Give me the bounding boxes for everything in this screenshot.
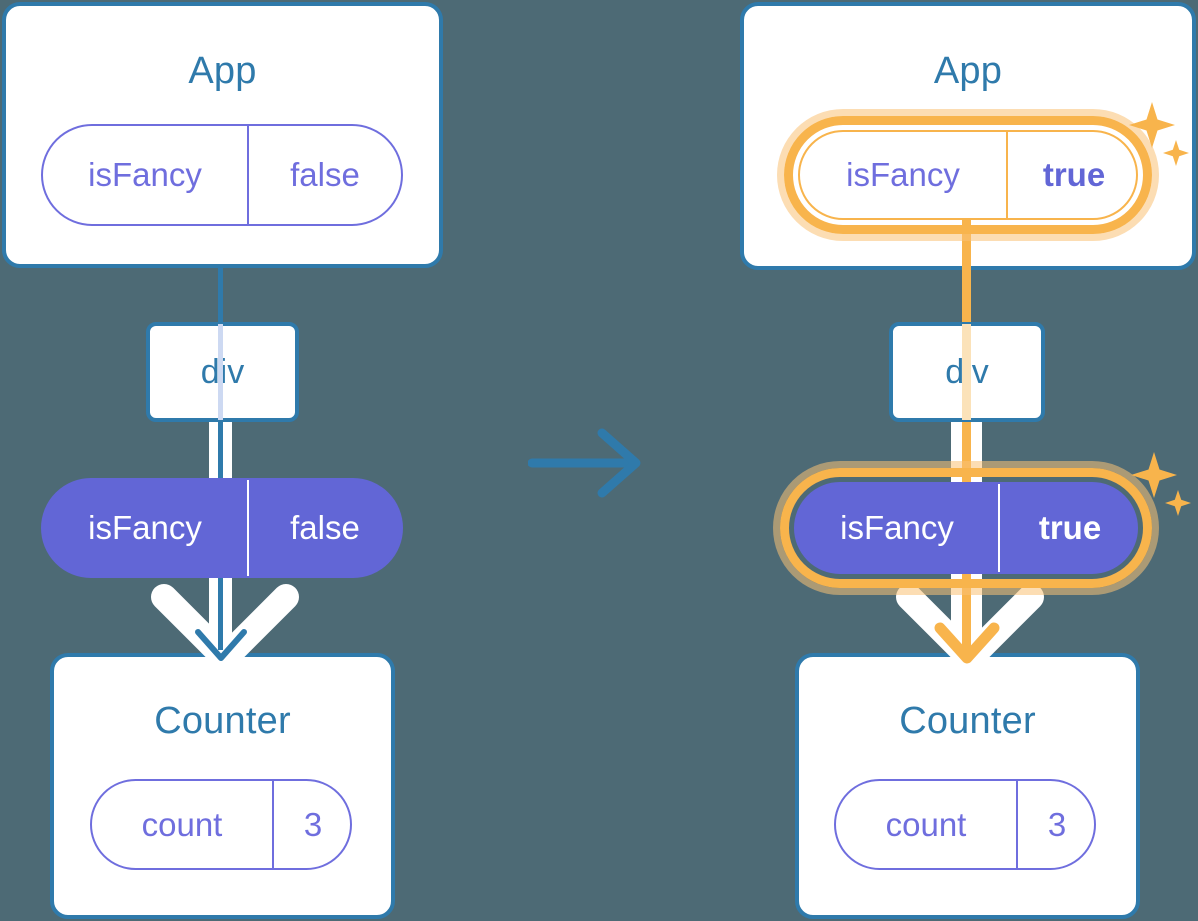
state-pill-app-value-before: false [290, 156, 360, 193]
connector-div-to-prop-after [962, 418, 971, 490]
connector-div-to-prop-before [218, 418, 223, 490]
state-pill-counter-key-after: count [836, 781, 1018, 868]
connector-prop-shaft-after [962, 572, 971, 652]
card-counter-title-after: Counter [899, 700, 1036, 742]
prop-pill-key-before: isFancy [43, 480, 249, 576]
state-pill-app-key-after: isFancy [800, 132, 1008, 218]
prop-pill-key-after: isFancy [796, 484, 1000, 572]
state-pill-counter-after: count 3 [834, 779, 1096, 870]
card-app-title-after: App [933, 50, 1003, 92]
state-pill-app-after: isFancy true [798, 130, 1138, 220]
prop-pill-after: isFancy true [794, 482, 1138, 574]
state-pill-app-value-after: true [1042, 156, 1106, 193]
arrowhead-to-counter-after [934, 622, 1000, 664]
prop-pill-before: isFancy false [41, 478, 403, 578]
transition-arrow-icon [528, 428, 641, 498]
prop-pill-value-before: false [290, 509, 360, 546]
prop-pill-value-after: true [1038, 509, 1102, 546]
state-pill-counter-key-before: count [92, 781, 274, 868]
sparkles-icon-prop-after [1131, 452, 1191, 516]
state-pill-app-before: isFancy false [41, 124, 403, 226]
connector-prop-shaft-before [218, 572, 223, 650]
card-app-title-before: App [188, 50, 257, 92]
connector-through-div-after [962, 324, 971, 420]
highlight-ring-prop-after [780, 468, 1152, 588]
state-pill-counter-value-before: 3 [303, 805, 323, 843]
state-pill-counter-before: count 3 [90, 779, 352, 870]
highlight-ring-app-state-after [784, 116, 1152, 234]
sparkles-icon-app-after [1129, 102, 1189, 166]
connector-app-to-div-before [218, 264, 223, 324]
state-pill-counter-value-after: 3 [1047, 805, 1067, 843]
arrowhead-to-counter-before [195, 629, 247, 661]
card-counter-title-before: Counter [154, 700, 291, 742]
state-pill-app-key-before: isFancy [43, 126, 249, 224]
connector-through-div-before [218, 324, 223, 420]
connector-app-to-div-after [962, 210, 971, 324]
